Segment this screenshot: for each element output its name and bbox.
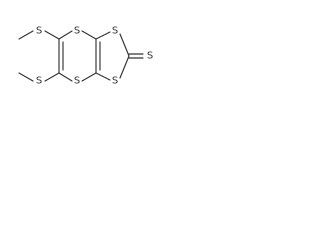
bond-dithiole-s-c2-top (119, 33, 130, 57)
atom-s-dithiole-top: S (112, 26, 118, 37)
atom-s-methylthio-bottom: S (36, 76, 42, 87)
atom-s-methylthio-top: S (36, 26, 42, 37)
bond-methyl-top (18, 30, 34, 40)
bond-ring-c-s-bottom (58, 72, 73, 82)
bond-fused-s-bottom (95, 72, 111, 81)
bond-ring-s-c-top (81, 30, 97, 40)
atom-labels: S S S S S S S (36, 26, 153, 87)
atom-s-dithiole-bottom: S (112, 76, 118, 87)
atom-s-thione: S (147, 51, 153, 62)
bonds (18, 30, 144, 82)
structure-diagram: S S S S S S S (18, 26, 153, 87)
bond-ring-s-c-bottom (81, 72, 97, 82)
atom-s-ring-top: S (74, 26, 80, 37)
bond-sme-top (44, 30, 60, 40)
bond-fused-s-top (95, 31, 111, 40)
bond-ring-c-s-top (58, 30, 73, 40)
bond-sme-bottom (44, 72, 60, 82)
bond-dithiole-s-c2-bottom (119, 55, 130, 79)
atom-s-ring-bottom: S (74, 76, 80, 87)
bond-methyl-bottom (18, 72, 34, 82)
